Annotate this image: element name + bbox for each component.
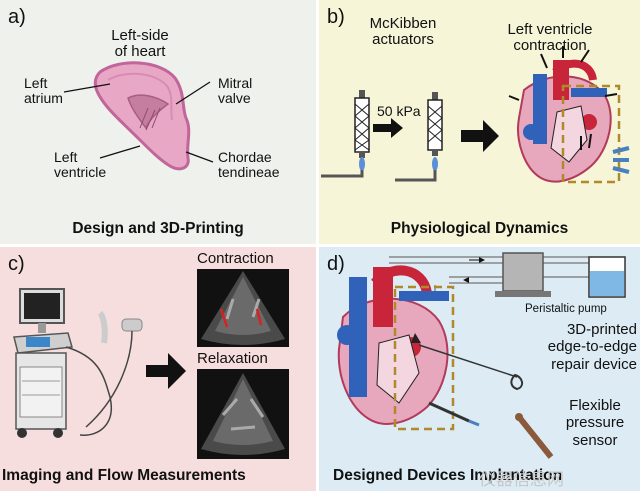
ultrasound-contraction-image: [197, 269, 289, 347]
ultrasound-machine-illustration: [13, 288, 186, 438]
caption-implantation: Designed Devices Implantation: [333, 467, 563, 484]
implantation-illustration: [337, 252, 626, 459]
label-pressure-sensor: Flexible pressure sensor: [565, 397, 625, 449]
panel-design-3d-printing: a) Left-side of heart Left atrium Mitral…: [0, 0, 316, 244]
panel-d-tag: d): [327, 253, 345, 275]
label-left-ventricle: Left ventricle: [54, 149, 107, 180]
ultrasound-fan-contraction: [201, 271, 285, 345]
label-mitral-valve: Mitral valve: [218, 75, 253, 106]
caption-physiological: Physiological Dynamics: [390, 220, 569, 237]
panel-a-tag: a): [8, 6, 26, 28]
caption-design: Design and 3D-Printing: [72, 220, 244, 237]
watermark: 仪器信息网: [479, 470, 564, 489]
panel-imaging-flow: c) Contraction Relaxation: [0, 247, 316, 491]
label-peristaltic-pump: Peristaltic pump: [525, 303, 607, 315]
panel-device-implantation: d) Peristaltic pump 3D-printed edge-: [319, 247, 640, 491]
heart-model-illustration: [63, 61, 214, 171]
heart-title: Left-side of heart: [111, 27, 169, 60]
label-lv-contraction: Left ventricle contraction: [507, 21, 593, 54]
label-left-atrium: Left atrium: [24, 75, 63, 106]
label-mckibben-actuators: McKibben actuators: [369, 15, 437, 48]
ultrasound-relaxation-image: [197, 369, 289, 459]
actuator-illustration: [321, 46, 630, 184]
ultrasound-fan-relaxation: [201, 373, 285, 455]
label-contraction: Contraction: [197, 250, 274, 267]
panel-c-tag: c): [8, 253, 25, 275]
panel-b-tag: b): [327, 6, 345, 28]
label-relaxation: Relaxation: [197, 350, 268, 367]
label-repair-device: 3D-printed edge-to-edge repair device: [547, 321, 637, 373]
panel-physiological-dynamics: b) McKibben actuators Left ventricle con…: [319, 0, 640, 244]
caption-imaging: Imaging and Flow Measurements: [2, 467, 246, 484]
label-pressure: 50 kPa: [377, 103, 421, 119]
label-chordae-tendineae: Chordae tendineae: [218, 149, 280, 180]
